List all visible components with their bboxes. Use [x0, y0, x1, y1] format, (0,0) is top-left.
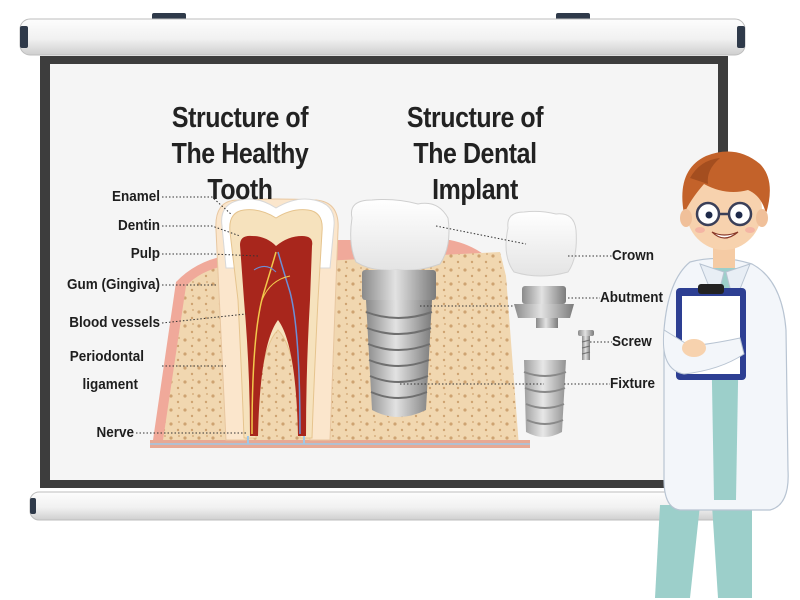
label-periodontal-line2: ligament [82, 376, 138, 393]
doctor-character-icon [655, 151, 789, 598]
label-dentin: Dentin [117, 217, 160, 234]
title-healthy-line2: The Healthy Tooth [171, 138, 309, 206]
implant-abutment [362, 270, 436, 300]
label-nerve: Nerve [96, 424, 134, 441]
label-enamel: Enamel [111, 188, 160, 205]
title-implant-line2: The Dental Implant [413, 138, 537, 206]
label-gum: Gum (Gingiva) [66, 276, 160, 293]
title-implant-line1: Structure of [406, 102, 544, 134]
label-fixture: Fixture [610, 375, 656, 392]
pulp [240, 235, 313, 436]
scrub-leg-left [655, 505, 700, 598]
label-abutment: Abutment [600, 289, 663, 306]
nerve [247, 436, 305, 444]
label-screw: Screw [612, 333, 652, 350]
bottom-bar-cap [30, 498, 36, 514]
title-healthy-tooth: Structure of The Healthy Tooth [154, 100, 326, 208]
label-blood-vessels: Blood vessels [69, 314, 160, 331]
screw-part [578, 330, 594, 336]
gum-bone-block [150, 240, 530, 448]
healthy-tooth [215, 198, 339, 444]
label-crown: Crown [612, 247, 655, 264]
exploded-parts [505, 210, 594, 440]
top-roller [19, 18, 746, 56]
dental-implant [350, 199, 450, 417]
implant-fixture [366, 300, 432, 417]
leader-lines [136, 196, 612, 434]
bottom-bar [29, 491, 736, 521]
top-roller-cap-right [737, 26, 745, 48]
top-roller-cap-left [20, 26, 28, 48]
crown-part [505, 210, 577, 277]
abutment-part [522, 286, 566, 304]
implant-crown [350, 199, 450, 271]
scrub-leg-right [712, 505, 752, 598]
label-pulp: Pulp [130, 245, 160, 262]
title-dental-implant: Structure of The Dental Implant [376, 100, 574, 208]
fixture-part [524, 360, 566, 437]
title-healthy-line1: Structure of [171, 102, 309, 134]
label-periodontal-line1: Periodontal [69, 348, 144, 365]
